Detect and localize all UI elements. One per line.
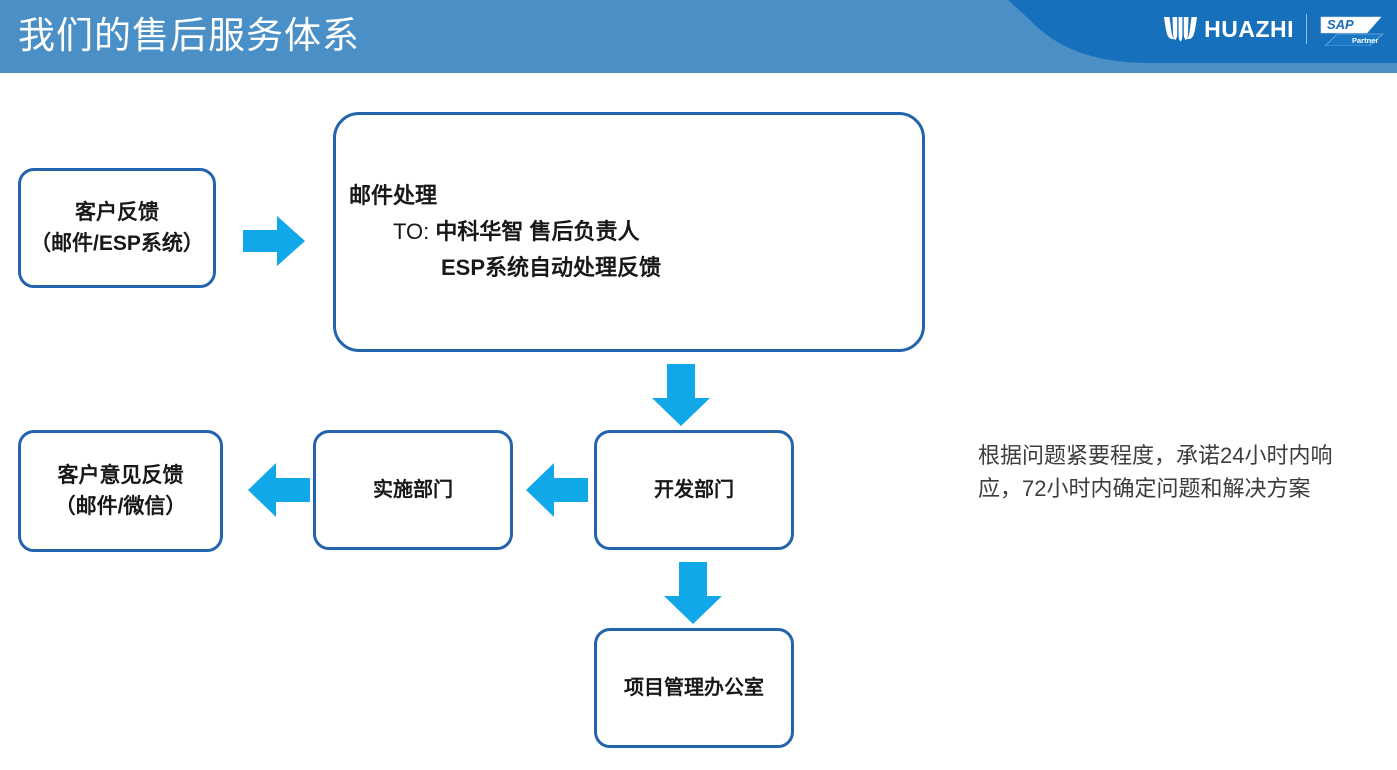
sap-partner-badge-icon: SAP Partner	[1320, 16, 1384, 47]
box-project-management-office[interactable]: 项目管理办公室	[594, 628, 794, 748]
box-customer-opinion-line2: （邮件/微信）	[54, 495, 187, 518]
page-title: 我们的售后服务体系	[18, 15, 360, 56]
box-implementation-department[interactable]: 实施部门	[313, 430, 513, 550]
sla-note-text: 根据问题紧要程度，承诺24小时内响应，72小时内确定问题和解决方案	[978, 443, 1333, 501]
box-customer-feedback-line2: （邮件/ESP系统）	[30, 232, 204, 255]
arrow-right-icon-feedback-to-mail	[243, 216, 305, 266]
brand-name: HUAZHI	[1204, 16, 1294, 42]
box-implementation-label: 实施部门	[373, 479, 453, 501]
mail-process-to-value: 中科华智 售后负责人	[435, 218, 640, 244]
sap-partner-badge: SAP Partner	[1319, 12, 1385, 47]
box-pmo-label: 项目管理办公室	[624, 677, 764, 699]
mail-process-recipient-row: TO: 中科华智 售后负责人	[349, 214, 640, 250]
svg-text:Partner: Partner	[1352, 36, 1378, 45]
huazhi-emblem-icon	[1164, 17, 1198, 42]
box-customer-opinion[interactable]: 客户意见反馈 （邮件/微信）	[18, 430, 223, 552]
box-customer-opinion-line1: 客户意见反馈	[57, 463, 184, 487]
brand-logo: HUAZHI SAP Partner	[1163, 9, 1385, 49]
box-customer-feedback-line1: 客户反馈	[75, 200, 159, 224]
arrow-left-icon-development-to-implementation	[526, 463, 588, 517]
arrow-left-icon-implementation-to-customer-opinion	[248, 463, 310, 517]
logo-divider	[1306, 14, 1307, 44]
mail-process-title: 邮件处理	[349, 182, 438, 208]
box-customer-feedback[interactable]: 客户反馈 （邮件/ESP系统）	[18, 168, 216, 288]
box-development-department[interactable]: 开发部门	[594, 430, 794, 550]
svg-text:SAP: SAP	[1327, 17, 1354, 32]
arrow-down-icon-development-to-pmo	[664, 562, 722, 624]
page-header: 我们的售后服务体系 HUAZHI SAP Partner	[0, 0, 1397, 73]
box-development-label: 开发部门	[654, 479, 734, 501]
arrow-down-icon-mail-to-development	[652, 364, 710, 426]
mail-process-esp-line: ESP系统自动处理反馈	[441, 255, 662, 281]
mail-process-to-label: TO:	[393, 218, 430, 244]
box-mail-process[interactable]: 邮件处理 TO: 中科华智 售后负责人 ESP系统自动处理反馈	[333, 112, 925, 352]
